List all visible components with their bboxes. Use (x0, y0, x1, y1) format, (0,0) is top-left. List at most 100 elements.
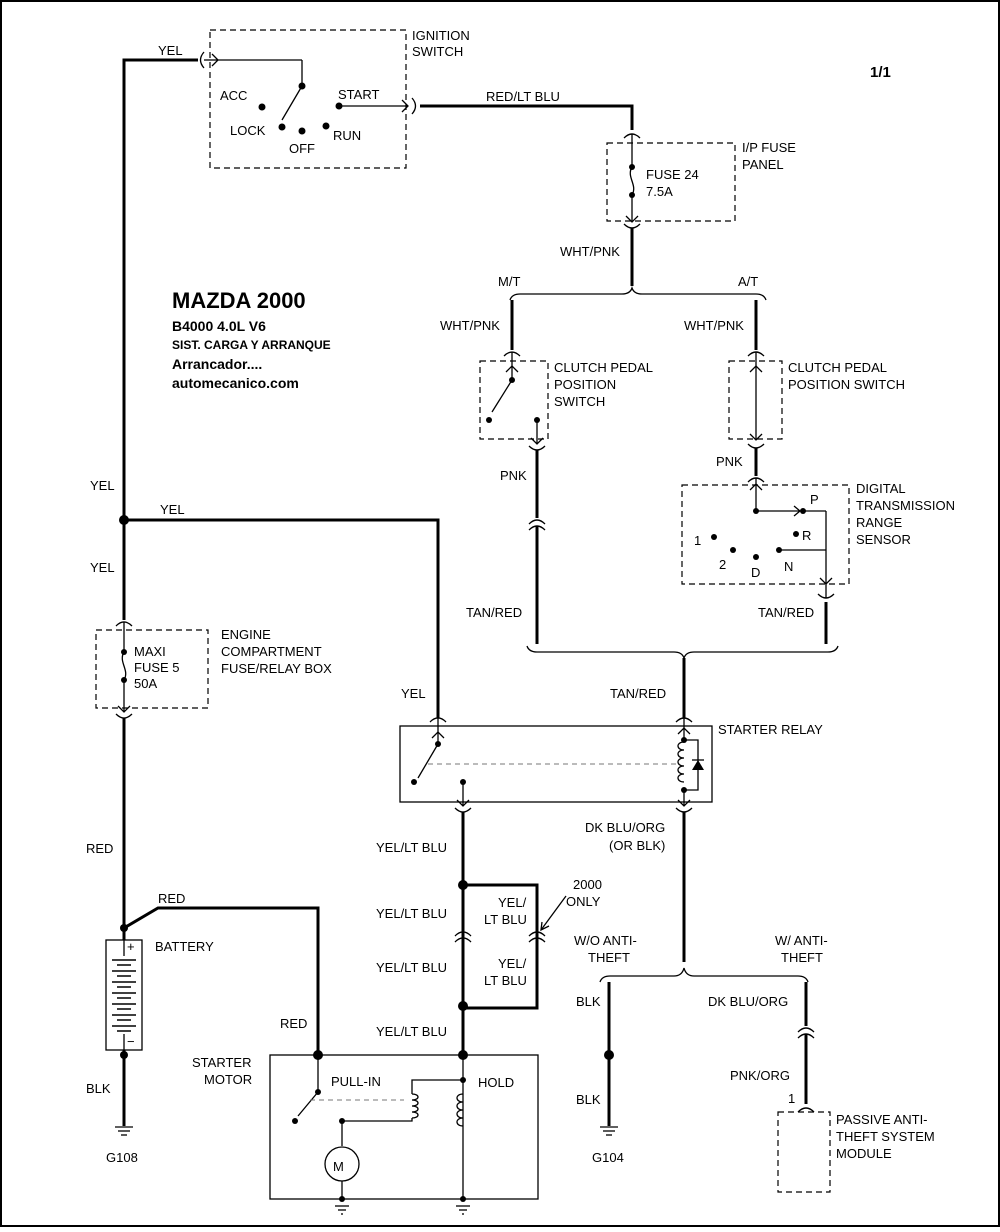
bypass-connector-bottom-icon (528, 937, 546, 943)
pats-label-3: MODULE (836, 1146, 892, 1161)
battery-outline (105, 939, 143, 1051)
dtr-1-label: 1 (694, 533, 701, 548)
ign-acc-label: ACC (220, 88, 247, 103)
pull-in-out-lead (342, 1118, 413, 1122)
bypass-connector-top-icon (528, 931, 546, 937)
fuse24-element-icon (629, 166, 635, 196)
starter-relay-label: STARTER RELAY (718, 722, 823, 737)
maxi-fuse-label-2: FUSE 5 (134, 660, 180, 675)
ign-lock-label: LOCK (230, 123, 266, 138)
yel-lt-blu-connector-top-icon (454, 931, 472, 937)
pats-label-2: THEFT SYSTEM (836, 1129, 935, 1144)
wo-anti-theft-label-1: W/O ANTI- (574, 933, 637, 948)
dtr-d-contact (753, 554, 759, 560)
passive-anti-theft-module: PASSIVE ANTI- THEFT SYSTEM MODULE (777, 1107, 935, 1193)
mt-label: M/T (498, 274, 520, 289)
ignition-switch-label-1: IGNITION (412, 28, 470, 43)
yel-lt-blu-connector-bottom-icon (454, 937, 472, 943)
ground-g104-icon (600, 1126, 618, 1136)
dtr-label-3: RANGE (856, 515, 903, 530)
yel-lt-blu-label-4: YEL/LT BLU (376, 1024, 447, 1039)
pats-pin-label: 1 (788, 1091, 795, 1106)
yel-wire-label-3: YEL (160, 502, 185, 517)
battery-negative-splice (120, 1051, 128, 1059)
engine-fuse-relay-box: MAXI FUSE 5 50A ENGINE COMPARTMENT FUSE/… (95, 621, 332, 719)
dtr-label-2: TRANSMISSION (856, 498, 955, 513)
clutch-mt-blade-icon (491, 379, 513, 413)
bypass-label-b-2: LT BLU (484, 973, 527, 988)
ground-g108-label: G108 (106, 1150, 138, 1165)
tan-red-wire-label-at: TAN/RED (758, 605, 814, 620)
mt-at-brace-icon (509, 285, 767, 301)
tan-red-wire-label-relay: TAN/RED (610, 686, 666, 701)
blk-wire-label-g104-bottom: BLK (576, 1092, 601, 1107)
dtr-out-arrow-icon (819, 577, 833, 585)
yel-wire-label-1: YEL (90, 478, 115, 493)
starter-ground-1-icon (335, 1205, 349, 1215)
ign-start-connector-icon (411, 97, 417, 115)
pull-in-lead (411, 1079, 463, 1094)
pull-in-coil-icon (411, 1093, 419, 1119)
wht-pnk-wire-label-main: WHT/PNK (560, 244, 620, 259)
engine-box-label-3: FUSE/RELAY BOX (221, 661, 332, 676)
fuse24-bottom-connector-icon (623, 223, 641, 229)
ign-off-contact (298, 127, 306, 135)
blk-wire-label-g104-top: BLK (576, 994, 601, 1009)
clutch-mt-arrow-icon (505, 365, 519, 373)
pnk-org-label: PNK/ORG (730, 1068, 790, 1083)
diagram-subtitle-system: SIST. CARGA Y ARRANQUE (172, 338, 331, 352)
relay-contact-arrow-icon (431, 731, 445, 739)
relay-coil-out-arrow-icon (677, 799, 691, 807)
clutch-at-arrow-down-icon (749, 433, 763, 441)
only-2000-label-2: ONLY (566, 894, 601, 909)
bypass-label-a-1: YEL/ (498, 895, 527, 910)
clutch-switch-mt: CLUTCH PEDAL POSITION SWITCH (479, 351, 653, 451)
starter-ground-2-icon (456, 1205, 470, 1215)
bypass-label-b-1: YEL/ (498, 956, 527, 971)
starter-solenoid-contact-1 (292, 1118, 298, 1124)
clutch-switch-mt-outline (479, 360, 549, 440)
ignition-switch-box (209, 29, 407, 169)
yel-lt-blu-label-2: YEL/LT BLU (376, 906, 447, 921)
maxi-fuse-label-1: MAXI (134, 644, 166, 659)
engine-box-label-2: COMPARTMENT (221, 644, 322, 659)
relay-coil-arrow-icon (677, 727, 691, 735)
dtr-p-label: P (810, 492, 819, 507)
hold-ground-dot (460, 1196, 466, 1202)
starter-relay-outline (399, 725, 713, 803)
hold-coil-icon (456, 1093, 464, 1127)
maxi-fuse-bottom-connector-icon (115, 713, 133, 719)
starter-relay: STARTER RELAY (399, 717, 823, 813)
w-anti-theft-label-2: THEFT (781, 950, 823, 965)
battery-plus-sign: + (127, 939, 135, 954)
ign-lock-contact (278, 123, 286, 131)
relay-out-connector-icon (454, 807, 472, 813)
ign-start-arrow-icon (401, 99, 409, 113)
clutch-switch-at: CLUTCH PEDAL POSITION SWITCH (728, 351, 905, 449)
red-wire-label-3: RED (280, 1016, 307, 1031)
yel-wire-label-relay: YEL (401, 686, 426, 701)
red-wire-label-1: RED (86, 841, 113, 856)
at-label: A/T (738, 274, 758, 289)
only-2000-pointer (540, 895, 567, 931)
ground-g108-icon (115, 1126, 133, 1136)
battery: + − BATTERY (105, 939, 214, 1051)
red-lt-blu-wire-label: RED/LT BLU (486, 89, 560, 104)
ign-switch-blade-icon (281, 85, 303, 121)
only-2000-label-1: 2000 (573, 877, 602, 892)
clutch-mt-label-1: CLUTCH PEDAL (554, 360, 653, 375)
wht-pnk-wire-label-mt: WHT/PNK (440, 318, 500, 333)
bypass-label-a-2: LT BLU (484, 912, 527, 927)
red-lt-blu-wire (420, 104, 634, 130)
red-wire-label-2: RED (158, 891, 185, 906)
battery-cells-icon (112, 959, 136, 1032)
ip-fuse-panel-outline (606, 142, 736, 222)
ip-fuse-panel-label-1: I/P FUSE (742, 140, 796, 155)
pats-module-outline (777, 1111, 831, 1193)
blk-splice-g104 (604, 1050, 614, 1060)
only-2000-pointer-arrow-icon (540, 921, 550, 932)
ignition-switch-label-2: SWITCH (412, 44, 463, 59)
